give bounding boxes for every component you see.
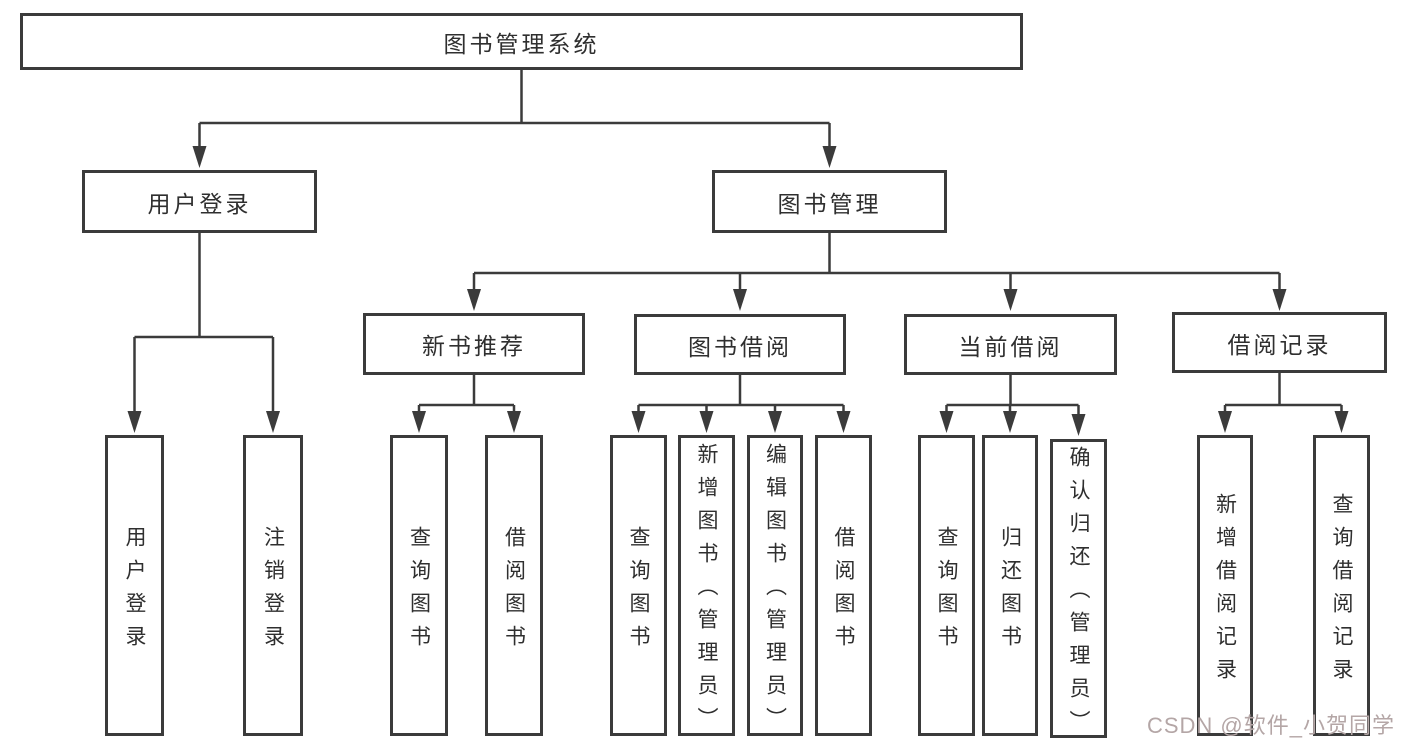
leaf-add-books-admin-label: 新增图书（管理员） xyxy=(695,443,718,740)
leaf-current-query-books-label: 查询图书 xyxy=(935,525,958,658)
leaf-edit-books-admin: 编辑图书（管理员） xyxy=(747,435,803,740)
leaf-borrow-query-books-label: 查询图书 xyxy=(627,525,650,658)
node-borrow-records: 借阅记录 xyxy=(1172,312,1387,373)
leaf-confirm-return-admin-label: 确认归还（管理员） xyxy=(1067,446,1090,743)
leaf-logout: 注销登录 xyxy=(243,435,303,736)
node-book-management: 图书管理 xyxy=(712,170,947,233)
node-root-title: 图书管理系统 xyxy=(20,13,1023,70)
leaf-query-borrow-record: 查询借阅记录 xyxy=(1313,435,1370,736)
node-user-login: 用户登录 xyxy=(82,170,317,233)
leaf-user-login: 用户登录 xyxy=(105,435,164,736)
leaf-borrow-borrow-books: 借阅图书 xyxy=(815,435,872,736)
leaf-current-query-books: 查询图书 xyxy=(918,435,975,736)
leaf-logout-label: 注销登录 xyxy=(261,525,285,658)
leaf-confirm-return-admin: 确认归还（管理员） xyxy=(1050,439,1107,743)
connector-new-books-children xyxy=(417,375,516,415)
csdn-watermark: CSDN @软件_小贺同学 xyxy=(1146,713,1395,738)
connector-current-borrow-children xyxy=(945,375,1080,418)
leaf-edit-books-admin-label: 编辑图书（管理员） xyxy=(763,443,787,740)
arrowheads xyxy=(127,146,1349,436)
connector-book-borrow-children xyxy=(637,375,845,415)
connector-user-login-children xyxy=(133,233,275,415)
leaf-borrow-borrow-books-label: 借阅图书 xyxy=(832,525,855,658)
connector-borrow-records-children xyxy=(1223,373,1343,415)
leaf-add-borrow-record-label: 新增借阅记录 xyxy=(1213,492,1237,691)
connector-book-mgmt-children xyxy=(472,233,1281,293)
leaf-user-login-label: 用户登录 xyxy=(123,525,146,658)
node-book-borrow: 图书借阅 xyxy=(634,314,846,375)
leaf-newbooks-borrow-books: 借阅图书 xyxy=(485,435,543,736)
leaf-return-books: 归还图书 xyxy=(982,435,1038,736)
leaf-add-borrow-record: 新增借阅记录 xyxy=(1197,435,1253,736)
connector-root-to-level1 xyxy=(198,70,831,150)
node-current-borrow: 当前借阅 xyxy=(904,314,1117,375)
node-new-book-recommend: 新书推荐 xyxy=(363,313,585,375)
leaf-newbooks-query-books: 查询图书 xyxy=(390,435,448,736)
leaf-query-borrow-record-label: 查询借阅记录 xyxy=(1330,492,1353,691)
leaf-borrow-query-books: 查询图书 xyxy=(610,435,667,736)
leaf-newbooks-borrow-books-label: 借阅图书 xyxy=(502,525,526,658)
leaf-add-books-admin: 新增图书（管理员） xyxy=(678,435,735,740)
leaf-return-books-label: 归还图书 xyxy=(998,525,1022,658)
leaf-newbooks-query-books-label: 查询图书 xyxy=(407,525,431,658)
